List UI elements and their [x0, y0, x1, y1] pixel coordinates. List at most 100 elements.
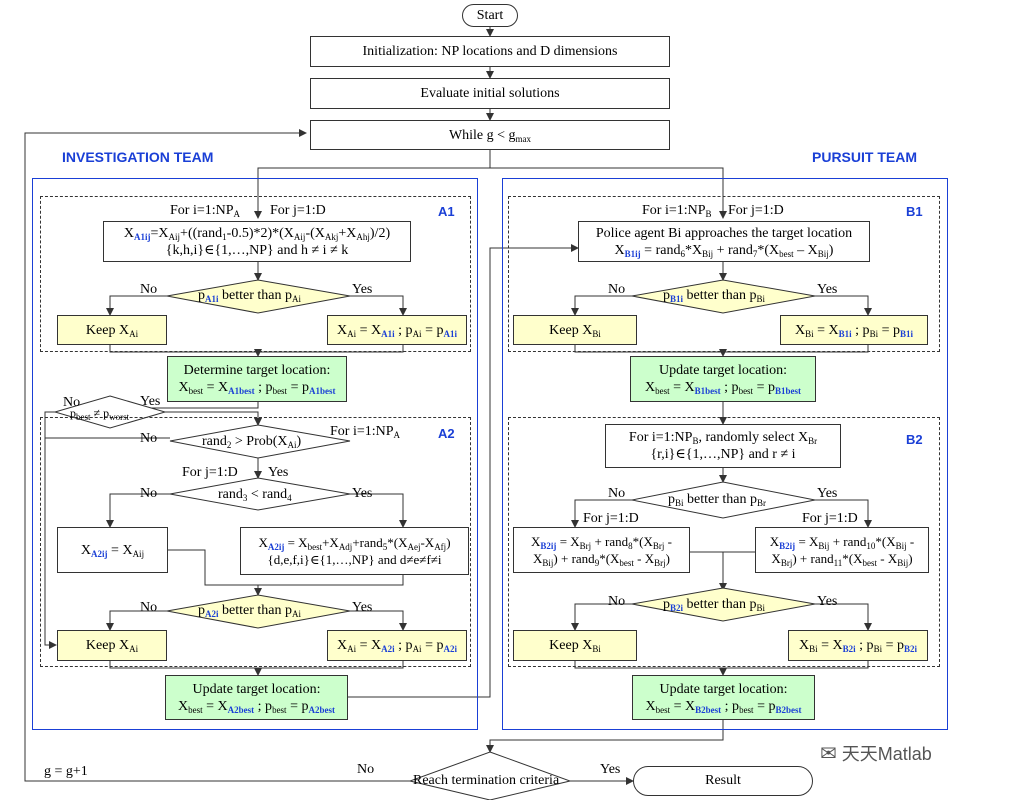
a2-copy-box: XA2ij = XAij	[57, 527, 168, 573]
a-target-title: Determine target location:	[183, 363, 331, 378]
a2-keep-box: Keep XAi	[57, 630, 167, 661]
b1-tag: B1	[906, 204, 923, 219]
a2-loop-i: For i=1:NPA	[330, 424, 401, 440]
pworst-no: No	[63, 395, 81, 410]
b1-loop-j: For j=1:D	[728, 203, 784, 218]
b2-loop-j-left: For j=1:D	[583, 511, 639, 526]
start-label: Start	[476, 7, 504, 23]
b1-yes: Yes	[817, 282, 838, 297]
b-update-title: Update target location:	[659, 681, 788, 697]
b1-approach-title: Police agent Bi approaches the target lo…	[595, 225, 853, 241]
b2-keep-label: Keep XBi	[549, 638, 601, 654]
b2-left-formula-1: XB2ij = XBrj + rand8*(XBrj -	[531, 534, 672, 551]
b2-keep-box: Keep XBi	[513, 630, 637, 661]
b2-no-br: No	[608, 486, 626, 501]
b1-replace-box: XBi = XB1i ; pBi = pB1i	[780, 315, 928, 345]
a1-compare: pA1i better than pAi	[198, 288, 301, 304]
a1-loop-i: For i=1:NPA	[170, 203, 241, 219]
a1-keep-label: Keep XAi	[85, 322, 139, 339]
pursuit-team-title: PURSUIT TEAM	[812, 149, 917, 165]
a2-yes-better: Yes	[352, 600, 373, 615]
while-label: While g < gmax	[448, 127, 532, 144]
a1-update-constraint: {k,h,i}∈{1,…,NP} and h ≠ i ≠ k	[165, 242, 349, 258]
a1-block	[40, 196, 471, 352]
b1-no: No	[608, 282, 626, 297]
b2-loop-j-right: For j=1:D	[802, 511, 858, 526]
g-increment: g = g+1	[44, 764, 88, 779]
a2-rand-compare: rand3 < rand4	[218, 487, 292, 503]
a1-replace-formula: XAi = XA1i ; pAi = pA1i	[337, 322, 457, 339]
a2-update-formula: XA2ij = Xbest+XAdj+rand5*(XAej-XAfj)	[258, 535, 451, 552]
b2-select-constraint: {r,i}∈{1,…,NP} and r ≠ i	[650, 447, 796, 462]
b2-block	[508, 417, 940, 667]
a-update-box: Update target location: Xbest = XA2best …	[165, 675, 348, 720]
a1-yes: Yes	[352, 282, 373, 297]
b1-keep-label: Keep XBi	[549, 322, 601, 339]
a1-update-formula: XA1ij=XAij+((rand1-0.5)*2)*(XAij-(XAkj+X…	[123, 225, 391, 242]
a2-tag: A2	[438, 426, 455, 441]
a2-no-prob: No	[140, 431, 158, 446]
b2-compare: pB2i better than pBi	[663, 597, 766, 613]
b-update-box: Update target location: Xbest = XB2best …	[632, 675, 815, 720]
a2-copy-formula: XA2ij = XAij	[80, 542, 145, 559]
a1-keep-box: Keep XAi	[57, 315, 167, 345]
a2-prob-compare: rand2 > Prob(XAi)	[202, 434, 302, 450]
investigation-team-frame	[32, 178, 478, 730]
b1-block	[508, 196, 940, 352]
a2-compare: pA2i better than pAi	[198, 603, 301, 619]
a2-yes-prob: Yes	[268, 465, 289, 480]
b1-approach-formula: XB1ij = rand6*XBij + rand7*(Xbest – XBij…	[614, 242, 834, 259]
a2-update-constraint: {d,e,f,i}∈{1,…,NP} and d≠e≠f≠i	[267, 552, 442, 567]
a2-loop-j: For j=1:D	[182, 465, 238, 480]
term-no: No	[357, 762, 375, 777]
a2-keep-label: Keep XAi	[85, 638, 139, 654]
init-box: Initialization: NP locations and D dimen…	[310, 36, 670, 67]
a1-no: No	[140, 282, 158, 297]
a1-tag: A1	[438, 204, 455, 219]
b1-replace-formula: XBi = XB1i ; pBi = pB1i	[795, 322, 913, 339]
a-target-box: Determine target location: Xbest = XA1be…	[167, 356, 347, 402]
b2-br-compare: pBi better than pBr	[668, 492, 766, 508]
result-node: Result	[633, 766, 813, 796]
b1-approach-box: Police agent Bi approaches the target lo…	[578, 221, 870, 262]
b-target-title: Update target location:	[658, 363, 788, 378]
b2-tag: B2	[906, 432, 923, 447]
b2-select-title: For i=1:NPB, randomly select XBr	[628, 430, 818, 446]
b2-left-formula-2: XBij) + rand9*(Xbest - XBrj)	[533, 551, 670, 568]
a2-replace-formula: XAi = XA2i ; pAi = pA2i	[337, 638, 457, 654]
a2-replace-box: XAi = XA2i ; pAi = pA2i	[327, 630, 467, 661]
b2-right-formula-2: XBrj) + rand11*(Xbest - XBij)	[771, 551, 913, 568]
a2-no-better: No	[140, 600, 158, 615]
a2-update-box: XA2ij = Xbest+XAdj+rand5*(XAej-XAfj) {d,…	[240, 527, 469, 575]
wechat-icon: ✉	[820, 743, 837, 765]
start-node: Start	[462, 4, 518, 27]
investigation-team-title: INVESTIGATION TEAM	[62, 149, 214, 165]
b2-yes: Yes	[817, 594, 838, 609]
termination-check: Reach termination criteria	[413, 773, 560, 788]
b1-loop-i: For i=1:NPB	[642, 203, 712, 219]
b2-replace-box: XBi = XB2i ; pBi = pB2i	[788, 630, 928, 661]
b2-select-box: For i=1:NPB, randomly select XBr {r,i}∈{…	[605, 424, 841, 468]
a2-yes-rand: Yes	[352, 486, 373, 501]
pursuit-team-frame	[502, 178, 948, 730]
while-box: While g < gmax	[310, 120, 670, 150]
b2-yes-br: Yes	[817, 486, 838, 501]
b-update-formula: Xbest = XB2best ; pbest = pB2best	[645, 698, 802, 715]
b1-compare: pB1i better than pBi	[663, 288, 766, 304]
pworst-yes: Yes	[140, 394, 161, 409]
b2-replace-formula: XBi = XB2i ; pBi = pB2i	[799, 638, 917, 654]
b2-right-formula-1: XB2ij = XBij + rand10*(XBij -	[769, 534, 915, 551]
a-update-formula: Xbest = XA2best ; pbest = pA2best	[178, 698, 335, 715]
evaluate-box: Evaluate initial solutions	[310, 78, 670, 109]
a-target-formula: Xbest = XA1best ; pbest = pA1best	[178, 380, 336, 396]
pworst-compare: pbest ≠ pworst	[70, 406, 130, 422]
b-target-box: Update target location: Xbest = XB1best …	[630, 356, 816, 402]
b-target-formula: Xbest = XB1best ; pbest = pB1best	[645, 380, 801, 396]
term-yes: Yes	[600, 762, 621, 777]
a2-no-rand: No	[140, 486, 158, 501]
a-update-title: Update target location:	[192, 681, 321, 697]
a1-update-box: XA1ij=XAij+((rand1-0.5)*2)*(XAij-(XAkj+X…	[103, 221, 411, 262]
b2-left-update-box: XB2ij = XBrj + rand8*(XBrj - XBij) + ran…	[513, 527, 690, 573]
a2-block	[40, 417, 471, 667]
